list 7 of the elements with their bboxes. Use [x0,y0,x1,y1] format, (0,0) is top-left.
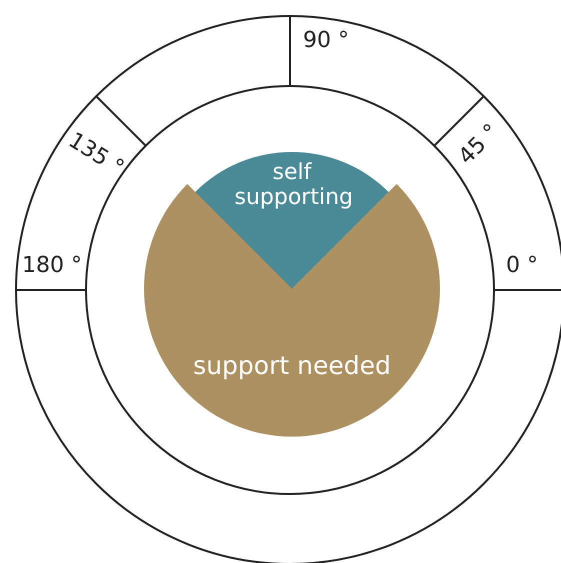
angle-label: 90 ° [303,28,349,53]
sector-label: support needed [192,352,392,382]
angle-label: 45 ° [454,119,504,170]
angle-label: 135 ° [64,128,128,181]
angle-label: 0 ° [506,253,538,278]
sector-label: self supporting [234,160,350,211]
angle-label: 180 ° [22,253,82,278]
